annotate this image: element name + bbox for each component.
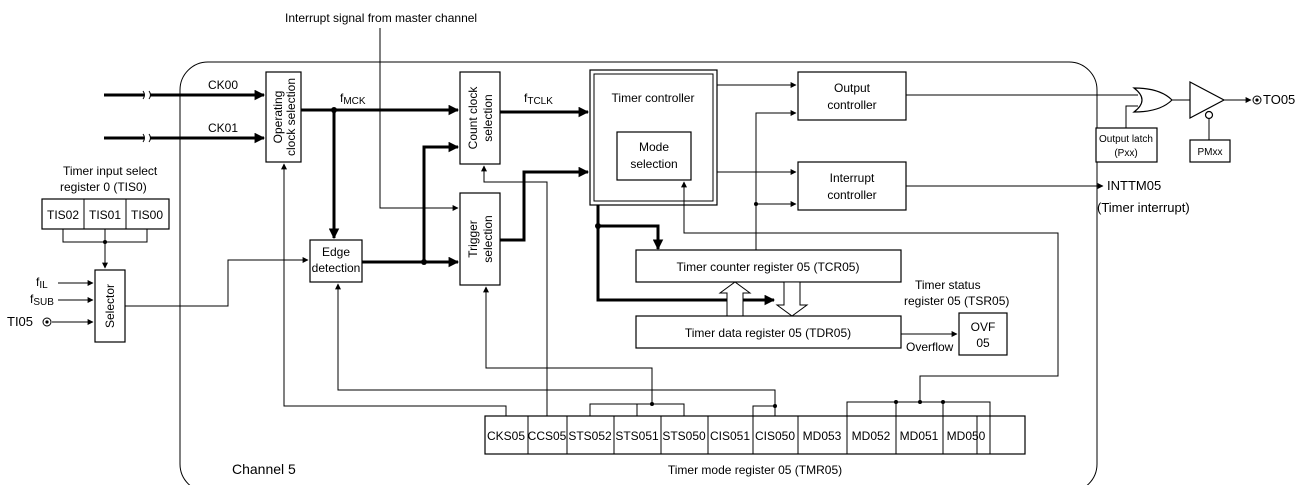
output-controller-block — [797, 71, 907, 121]
mode-line1: Mode — [639, 140, 669, 154]
svg-text:fSUB: fSUB — [30, 292, 54, 308]
tmr-bit-md052: MD052 — [852, 429, 891, 443]
output-latch-block — [1095, 127, 1158, 163]
selector-label: Selector — [103, 284, 117, 328]
mode-line2: selection — [630, 157, 677, 171]
output-latch-line1: Output latch — [1099, 134, 1153, 145]
tis0-bit-tis01: TIS01 — [89, 208, 121, 222]
fsub-main: f — [30, 292, 34, 306]
pmxx-block — [1189, 139, 1231, 163]
tmr-bit-ccs05: CCS05 — [528, 429, 567, 443]
tis0-bit-tis00: TIS00 — [131, 208, 163, 222]
interrupt-ctrl-line1: Interrupt — [830, 171, 875, 185]
tis0-title-line2: register 0 (TIS0) — [60, 180, 147, 194]
mode-selection-block — [616, 131, 692, 181]
output-latch-line2: (Pxx) — [1114, 148, 1137, 159]
output-ctrl-line2: controller — [827, 98, 876, 112]
fil-sub: IL — [39, 280, 48, 291]
tmr-bit-cis051: CIS051 — [710, 429, 750, 443]
selector-block — [94, 269, 126, 343]
interrupt-controller-block — [797, 161, 907, 211]
count-clock-selection-block — [459, 71, 501, 165]
output-ctrl-line1: Output — [834, 81, 871, 95]
tmr-bit-sts051: STS051 — [615, 429, 659, 443]
ti05-pin-icon — [42, 317, 52, 327]
count-clock-line2: selection — [481, 94, 495, 141]
interrupt-ctrl-line2: controller — [827, 188, 876, 202]
edge-line2: detection — [312, 261, 361, 275]
channel-label: Channel 5 — [232, 461, 296, 477]
tmr-bit-cis050: CIS050 — [755, 429, 795, 443]
tmr-bit-md051: MD051 — [900, 429, 939, 443]
inttm05-desc: (Timer interrupt) — [1097, 200, 1190, 215]
fil-main: f — [36, 275, 40, 289]
tmr-bit-cks05: CKS05 — [487, 429, 525, 443]
fsub-sub: SUB — [33, 297, 54, 308]
tmr05-caption: Timer mode register 05 (TMR05) — [668, 463, 842, 477]
tis0-bit-tis02: TIS02 — [47, 208, 79, 222]
timer-controller-label: Timer controller — [612, 91, 695, 105]
tcr05-label: Timer counter register 05 (TCR05) — [677, 260, 860, 274]
tis0-register: Timer input select register 0 (TIS0) TIS… — [41, 164, 170, 269]
fmck-sub: MCK — [343, 96, 366, 107]
ovf05-flag — [958, 312, 1008, 356]
svg-text:fTCLK: fTCLK — [524, 91, 553, 107]
fmck-main: f — [340, 91, 344, 105]
ovf05-line1: OVF — [971, 320, 996, 334]
trigger-line2: selection — [481, 215, 495, 262]
tmr-bit-sts052: STS052 — [568, 429, 612, 443]
count-clock-line1: Count clock — [466, 86, 480, 150]
ck01-label: CK01 — [208, 121, 238, 135]
ovf05-line2: 05 — [976, 336, 990, 350]
inttm05-label: INTTM05 — [1107, 178, 1161, 193]
or-gate-icon — [1132, 87, 1173, 113]
ftclk-main: f — [524, 91, 528, 105]
tdr05-register — [635, 315, 902, 349]
edge-line1: Edge — [322, 245, 350, 259]
trigger-line1: Trigger — [466, 220, 480, 258]
operating-clock-line1: Operating — [271, 91, 285, 144]
svg-text:fIL: fIL — [36, 275, 48, 291]
ti05-label: TI05 — [7, 314, 33, 329]
ck00-label: CK00 — [208, 78, 238, 92]
output-buffer-icon — [1189, 81, 1226, 119]
operating-clock-line2: clock selection — [284, 78, 298, 156]
tdr05-label: Timer data register 05 (TDR05) — [685, 326, 851, 340]
ftclk-sub: TCLK — [527, 96, 553, 107]
channel-frame — [179, 61, 1098, 485]
pmxx-label: PMxx — [1198, 147, 1223, 158]
to05-pin-icon — [1252, 95, 1262, 105]
tmr-bit-md050: MD050 — [947, 429, 986, 443]
tdr-to-tcr-arrow-icon — [718, 281, 752, 317]
tis0-title-line1: Timer input select — [63, 164, 158, 178]
tmr-bit-md053: MD053 — [803, 429, 842, 443]
to05-label: TO05 — [1263, 92, 1295, 107]
tsr05-line1: Timer status — [915, 278, 981, 292]
tmr-bit-sts050: STS050 — [662, 429, 706, 443]
master-interrupt-note: Interrupt signal from master channel — [285, 11, 477, 25]
overflow-label: Overflow — [906, 340, 954, 354]
operating-clock-selection-block — [265, 71, 302, 163]
svg-text:fMCK: fMCK — [340, 91, 366, 107]
tsr05-line2: register 05 (TSR05) — [904, 294, 1009, 308]
tcr-to-tdr-arrow-icon — [775, 281, 809, 317]
tcr05-register — [635, 249, 902, 283]
tmr05-register: CKS05 CCS05 STS052 STS051 STS050 CIS051 … — [484, 415, 1026, 455]
